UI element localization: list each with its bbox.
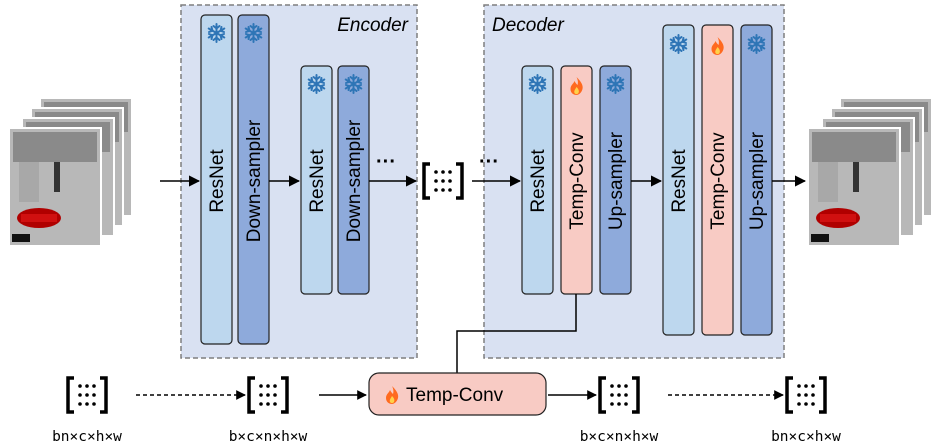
tensor-icon-4: [785, 376, 827, 414]
decoder-upsampler-block-2: [740, 24, 773, 336]
decoder-resnet-label-2: ResNet: [669, 149, 690, 213]
decoder-upsampler-label-1: Up-sampler: [606, 131, 627, 230]
encoder-downsampler-label-1: Down-sampler: [244, 119, 265, 242]
latent-tensor-icon: [422, 162, 464, 200]
decoder-resnet-block-1: [521, 65, 554, 295]
tensor-icon-1: [66, 376, 108, 414]
decoder-upsampler-block-1: [599, 65, 632, 295]
dim-label-4: bn×c×h×w: [771, 429, 841, 445]
encoder-downsampler-label-2: Down-sampler: [344, 119, 365, 242]
tensor-icon-2: [247, 376, 289, 414]
temp-conv-module-label: Temp-Conv: [406, 385, 504, 406]
encoder-title: Encoder: [337, 15, 408, 36]
decoder-tempconv-label-2: Temp-Conv: [708, 132, 729, 230]
encoder-downsampler-block-1: [237, 14, 270, 345]
tensor-icon-3: [598, 376, 640, 414]
decoder-ellipsis: ···: [479, 151, 499, 173]
decoder-title: Decoder: [492, 15, 564, 36]
decoder-tempconv-block-2: [701, 24, 734, 336]
temp-conv-module: [368, 372, 547, 416]
input-video-frames: [8, 97, 133, 247]
decoder-upsampler-label-2: Up-sampler: [747, 131, 768, 230]
dim-label-3: b×c×n×h×w: [580, 429, 659, 445]
decoder-resnet-label-1: ResNet: [528, 149, 549, 213]
encoder-resnet-block-2: [300, 65, 333, 295]
encoder-resnet-label-1: ResNet: [207, 149, 228, 213]
decoder-tempconv-label-1: Temp-Conv: [567, 132, 588, 230]
encoder-resnet-block-1: [200, 14, 233, 345]
output-video-frames: [807, 97, 933, 247]
dim-label-2: b×c×n×h×w: [229, 429, 308, 445]
encoder-resnet-label-2: ResNet: [307, 149, 328, 213]
dim-label-1: bn×c×h×w: [52, 429, 122, 445]
decoder-resnet-block-2: [662, 24, 695, 336]
encoder-downsampler-block-2: [337, 65, 370, 295]
tempconv-connector-line: [456, 294, 577, 373]
encoder-ellipsis: ···: [376, 151, 396, 173]
